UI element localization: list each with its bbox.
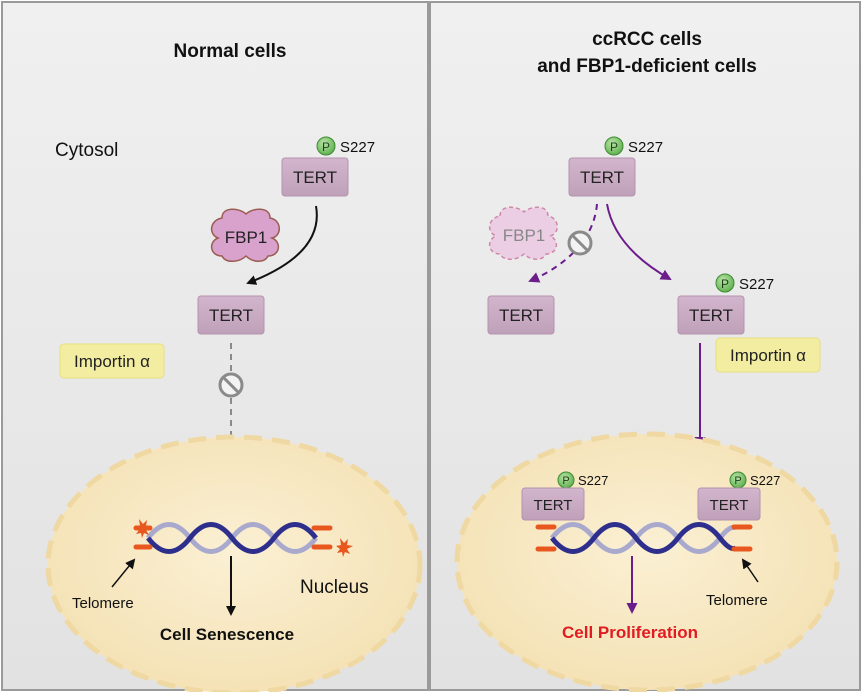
- tert-box: TERT: [487, 295, 555, 335]
- left-panel: Normal cells Cytosol P S227 TERT FBP1 TE…: [1, 1, 429, 692]
- cell-senescence-label: Cell Senescence: [160, 625, 294, 644]
- phospho-tag: P S227: [557, 471, 608, 489]
- phospho-tag: P S227: [715, 273, 774, 293]
- s227-site-label: S227: [750, 473, 780, 488]
- dna-helix: [133, 519, 353, 557]
- importin-alpha-label: Importin α: [730, 346, 806, 365]
- phosphate-letter: P: [562, 475, 569, 487]
- tert-box: TERT: [677, 295, 745, 335]
- phospho-tag: P S227: [604, 136, 663, 156]
- transport-arrow: [606, 203, 672, 280]
- tert-box: TERT: [197, 295, 265, 335]
- importin-alpha-box: Importin α: [59, 343, 165, 379]
- tert-label: TERT: [499, 306, 543, 325]
- fbp1-protein-absent: FBP1: [488, 206, 558, 260]
- right-panel-title-line2: and FBP1-deficient cells: [537, 56, 757, 77]
- fbp1-shape: [488, 206, 558, 260]
- tert-label: TERT: [710, 497, 749, 514]
- phosphate-letter: P: [322, 140, 330, 154]
- s227-site-label: S227: [628, 139, 663, 156]
- phosphate-letter: P: [610, 140, 618, 154]
- block-icon: [218, 372, 244, 398]
- fbp1-label: FBP1: [503, 226, 546, 245]
- tert-label: TERT: [534, 497, 573, 514]
- phosphate-icon: [316, 136, 336, 156]
- tert-box: TERT: [281, 157, 349, 197]
- nucleus: [45, 434, 423, 692]
- left-panel-title: Normal cells: [174, 41, 287, 62]
- tert-label: TERT: [209, 306, 253, 325]
- s227-site-label: S227: [578, 473, 608, 488]
- fbp1-shape: [210, 208, 280, 262]
- right-panel: ccRCC cells and FBP1-deficient cells P S…: [429, 1, 861, 692]
- blocked-binding-arrow: [528, 203, 598, 283]
- tert-box: TERT: [697, 487, 761, 521]
- phosphate-letter: P: [721, 277, 729, 291]
- s227-site-label: S227: [340, 139, 375, 156]
- tert-label: TERT: [689, 306, 733, 325]
- telomere-label: Telomere: [72, 595, 134, 612]
- right-panel-title-line1: ccRCC cells: [592, 29, 702, 50]
- telomere-pointer-arrow: [111, 558, 136, 588]
- tert-label: TERT: [293, 168, 337, 187]
- dna-helix: [535, 522, 753, 554]
- telomere-damage-burst: [135, 519, 152, 538]
- tert-box: TERT: [568, 157, 636, 197]
- tert-label: TERT: [580, 168, 624, 187]
- cytosol-label: Cytosol: [55, 140, 118, 161]
- importin-alpha-box: Importin α: [715, 337, 821, 373]
- tert-box: TERT: [521, 487, 585, 521]
- phosphate-icon: [715, 273, 735, 293]
- phospho-tag: P S227: [729, 471, 780, 489]
- fbp1-protein: FBP1: [210, 208, 280, 262]
- telomere-damage-burst: [336, 538, 353, 557]
- phosphate-letter: P: [734, 475, 741, 487]
- telomere-pointer-arrow: [741, 558, 759, 583]
- phosphate-icon: [604, 136, 624, 156]
- nucleus-label: Nucleus: [300, 577, 369, 598]
- fbp1-label: FBP1: [225, 228, 268, 247]
- importin-alpha-label: Importin α: [74, 352, 150, 371]
- block-icon: [567, 230, 593, 256]
- telomere-label: Telomere: [706, 592, 768, 609]
- binding-arrow: [246, 205, 318, 285]
- s227-site-label: S227: [739, 276, 774, 293]
- cell-proliferation-label: Cell Proliferation: [562, 623, 698, 642]
- phospho-tag: P S227: [316, 136, 375, 156]
